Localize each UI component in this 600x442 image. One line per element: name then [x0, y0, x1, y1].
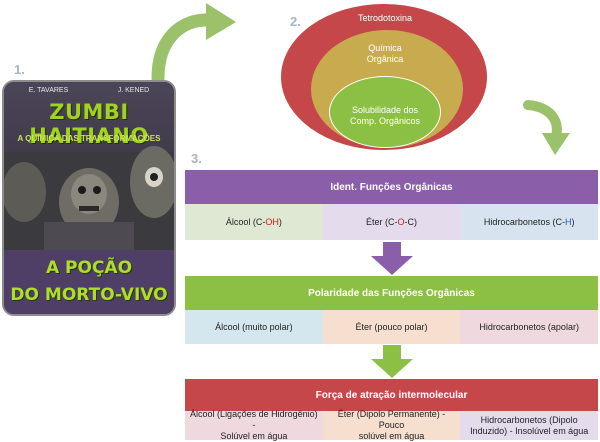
row2-cell-alcool: Álcool (muito polar)	[185, 310, 323, 344]
curved-arrow-1-icon	[151, 3, 236, 85]
row1-cell-alcool: Álcool (C-OH)	[185, 204, 323, 240]
row1-cells: Álcool (C-OH) Éter (C-O-C) Hidrocarbonet…	[185, 204, 599, 240]
book-cover: E. TAVARES J. KENED ZUMBI HAITIANO A QUÍ…	[2, 80, 176, 316]
cover-subtitle: A QUÍMICA DAS TRANSFORMAÇÕES	[17, 134, 161, 143]
row3-cell2-line1: Éter (Dipolo Permanente) - Pouco	[337, 409, 446, 430]
row1-cell2-a: C-	[388, 216, 398, 227]
cover-author-right: J. KENED	[117, 87, 150, 94]
cover-title-line3: DO MORTO-VIVO	[10, 285, 168, 305]
row1-cell2-suffix: )	[414, 216, 418, 227]
cover-author-left: E. TAVARES	[28, 87, 69, 94]
row3-cell3-line2: Induzido) - Insolúvel em água	[470, 425, 589, 436]
ellipse-outer-label: Tetrodotoxina	[357, 13, 413, 23]
step-number-3: 3.	[191, 151, 202, 166]
row2-cells: Álcool (muito polar) Éter (pouco polar) …	[185, 310, 599, 344]
step-number-2: 2.	[290, 14, 301, 29]
ellipse-inner-line2: Comp. Orgânicos	[349, 116, 421, 126]
ellipse-middle-line2: Orgânica	[366, 54, 404, 64]
row1-cell3-a: C-	[555, 216, 565, 227]
step-number-1: 1.	[14, 62, 25, 77]
row1-cell3-b: H	[564, 216, 572, 227]
row1-cell-eter: Éter (C-O-C)	[322, 204, 461, 240]
row3-cell2-line2: solúvel em água	[358, 431, 425, 441]
row1-cell1-prefix: Álcool (	[225, 216, 256, 227]
cover-title-line2: A POÇÃO	[45, 258, 133, 278]
row1-cell3-prefix: Hidrocarbonetos (	[483, 216, 556, 227]
row2-cell-hidrocarbonetos: Hidrocarbonetos (apolar)	[460, 310, 599, 344]
ellipse-inner-label: Solubilidade dos Comp. Orgânicos	[330, 105, 440, 127]
row1-cell1-a: C-	[255, 216, 266, 227]
row3-cell-hidrocarbonetos: Hidrocarbonetos (Dipolo Induzido) - Inso…	[460, 411, 599, 440]
cover-title-line1: ZUMBI HAITIANO	[29, 100, 149, 148]
row1-cell3-suffix: )	[571, 216, 575, 227]
row1-cell-hidrocarbonetos: Hidrocarbonetos (C-H)	[460, 204, 599, 240]
row1-banner: Ident. Funções Orgânicas	[185, 170, 598, 204]
row3-cell1-line1: Álcool (Ligações de Hidrogênio) -	[190, 409, 318, 430]
row1-cell2-b: O	[397, 216, 405, 227]
row2-banner: Polaridade das Funções Orgânicas	[185, 276, 598, 310]
ellipse-middle-label: Química Orgânica	[330, 43, 440, 65]
row1-cell2-c: -C	[404, 216, 415, 227]
curved-arrow-2-icon	[523, 100, 570, 155]
row1-cell1-suffix: )	[278, 216, 282, 227]
row3-cell-eter: Éter (Dipolo Permanente) - Pouco solúvel…	[322, 409, 461, 441]
row3-cell1-line2: Solúvel em água	[220, 431, 288, 441]
ellipse-inner-line1: Solubilidade dos	[351, 105, 419, 115]
cover-authors: E. TAVARES J. KENED	[4, 87, 174, 94]
row3-cell3-line1: Hidrocarbonetos (Dipolo	[480, 414, 578, 425]
row3-cell-alcool: Álcool (Ligações de Hidrogênio) - Solúve…	[185, 409, 323, 441]
row1-cell1-b: OH	[265, 216, 279, 227]
row3-cells: Álcool (Ligações de Hidrogênio) - Solúve…	[185, 409, 599, 441]
row1-cell2-prefix: Éter (	[365, 216, 388, 227]
down-arrow-2-icon	[371, 345, 413, 378]
row2-cell-eter: Éter (pouco polar)	[322, 310, 461, 344]
ellipse-middle-line1: Química	[368, 43, 402, 53]
ellipse-inner	[329, 76, 441, 148]
down-arrow-1-icon	[371, 242, 413, 275]
zombie-illustration	[4, 82, 174, 314]
row3-banner: Força de atração intermolecular	[185, 379, 598, 411]
